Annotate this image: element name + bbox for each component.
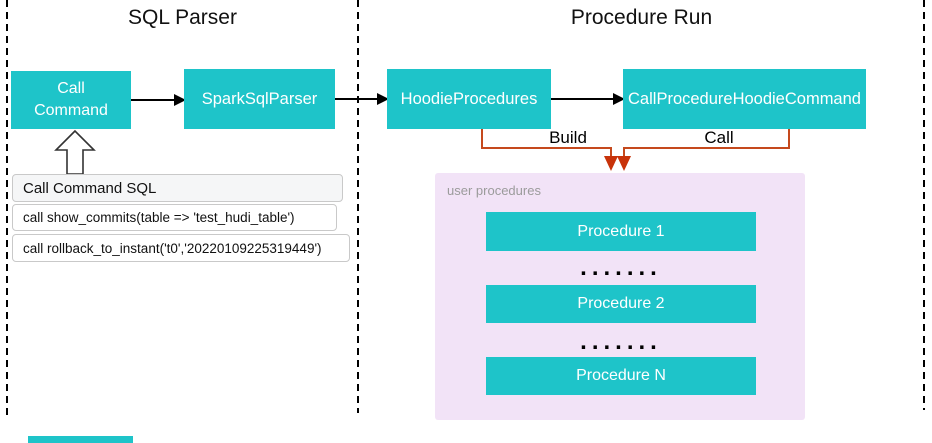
sql-panel-header: Call Command SQL (12, 174, 343, 202)
ellipsis-dots: ....... (580, 257, 662, 279)
user-procedures-container: user procedures Procedure 1 ....... Proc… (435, 173, 805, 420)
arrow-callcommand-to-sparksqlparser (131, 94, 186, 106)
arrow-hoodieprocedures-to-callprocedure (551, 93, 625, 105)
clipped-node-bottom (28, 436, 133, 443)
arrow-sparksqlparser-to-hoodieprocedures (335, 93, 389, 105)
call-arrowhead-icon (617, 156, 631, 171)
node-call-procedure-hoodie-command: CallProcedureHoodieCommand (623, 69, 866, 129)
node-hoodie-procedures: HoodieProcedures (387, 69, 551, 129)
ellipsis-dots: ....... (580, 331, 662, 353)
hollow-up-arrow (54, 129, 96, 175)
sql-example-show-commits: call show_commits(table => 'test_hudi_ta… (12, 204, 337, 231)
section-title-sql-parser: SQL Parser (128, 6, 237, 29)
call-connector (617, 129, 790, 171)
node-spark-sql-parser: SparkSqlParser (184, 69, 335, 129)
user-procedures-label: user procedures (447, 183, 541, 198)
build-edge-label: Build (549, 128, 587, 147)
node-procedure-1: Procedure 1 (486, 212, 756, 251)
section-title-procedure-run: Procedure Run (570, 6, 713, 29)
node-call-command: Call Command (11, 71, 131, 129)
build-connector (481, 129, 618, 171)
sql-example-rollback: call rollback_to_instant('t0','202201092… (12, 234, 350, 262)
call-edge-label: Call (704, 128, 734, 147)
node-procedure-n: Procedure N (486, 357, 756, 395)
node-procedure-2: Procedure 2 (486, 285, 756, 323)
build-arrowhead-icon (604, 156, 618, 171)
